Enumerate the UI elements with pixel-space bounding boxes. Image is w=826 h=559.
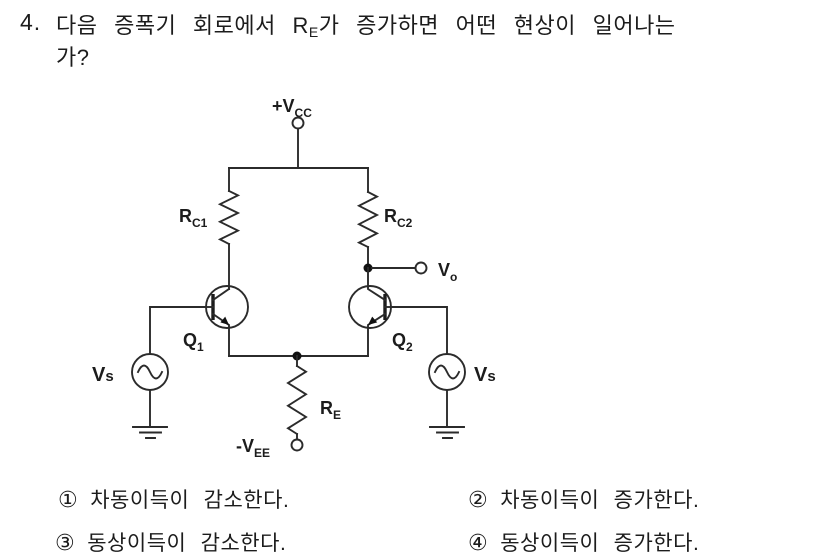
- option-4-number: ④: [468, 530, 489, 555]
- option-2-number: ②: [468, 487, 489, 512]
- rc2-label: RC2: [384, 206, 413, 230]
- vo-label: Vo: [438, 260, 457, 284]
- question-text-subscript: E: [308, 24, 319, 40]
- option-3-number: ③: [55, 530, 76, 555]
- ground-left-icon: [132, 426, 168, 439]
- re-label: RE: [320, 398, 341, 422]
- option-3: ③ 동상이득이 감소한다.: [55, 527, 286, 557]
- question-text-line1: 다음 증폭기 회로에서 RE가 증가하면 어떤 현상이 일어나는: [56, 8, 676, 40]
- option-1-text: 차동이득이 감소한다.: [90, 489, 290, 512]
- q1-base-input-wire: [149, 306, 207, 355]
- option-1-number: ①: [58, 487, 79, 512]
- question-text-line2: 가?: [56, 45, 90, 70]
- rc1-label: RC1: [179, 206, 208, 230]
- option-1: ① 차동이득이 감소한다.: [58, 484, 289, 514]
- q1-collector-lead: [211, 287, 231, 302]
- vs-left-sine: [136, 364, 164, 380]
- vs-right-label: Vs: [474, 364, 496, 386]
- rc1-resistor: [217, 189, 241, 246]
- q2-collector-lead: [367, 267, 387, 302]
- re-resistor: [286, 364, 308, 436]
- option-3-text: 동상이득이 감소한다.: [87, 532, 287, 555]
- question-text-pre: 다음 증폭기 회로에서 R: [56, 13, 309, 38]
- question-text-post: 가 증가하면 어떤 현상이 일어나는: [318, 13, 676, 38]
- q1-label: Q1: [183, 330, 204, 354]
- option-2-text: 차동이득이 증가한다.: [500, 489, 700, 512]
- vee-label: -VEE: [236, 436, 270, 460]
- vs-left-label: Vs: [92, 364, 114, 386]
- option-4-text: 동상이득이 증가한다.: [500, 532, 700, 555]
- vo-terminal: [414, 261, 428, 275]
- option-2: ② 차동이득이 증가한다.: [468, 484, 699, 514]
- q2-label: Q2: [392, 330, 413, 354]
- vee-terminal: [290, 438, 304, 452]
- q2-emitter-arrow: [368, 316, 378, 325]
- q2-base-input-wire: [390, 306, 448, 355]
- option-4: ④ 동상이득이 증가한다.: [468, 527, 699, 557]
- q1-emitter-arrow: [220, 316, 229, 325]
- question-number: 4.: [20, 9, 42, 35]
- vcc-label: +VCC: [272, 96, 312, 120]
- rc2-resistor: [356, 190, 380, 249]
- vs-right-sine: [433, 364, 461, 380]
- ground-right-icon: [429, 426, 465, 439]
